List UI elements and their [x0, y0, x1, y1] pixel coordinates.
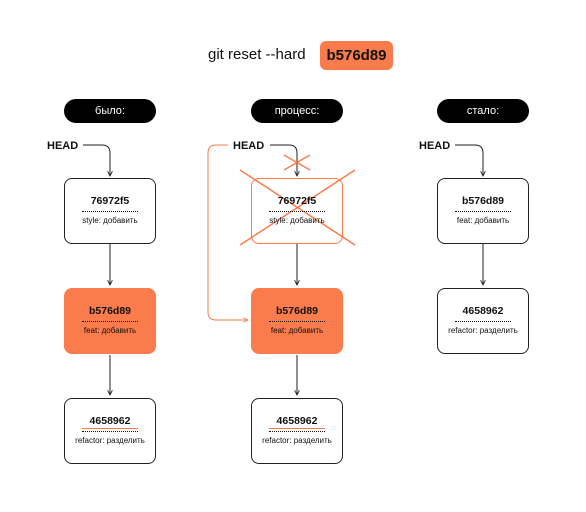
commit-hash: 4658962 — [89, 415, 131, 427]
commit-hash: b576d89 — [275, 305, 319, 317]
commit-message: style: добавить — [82, 216, 138, 225]
commit-hash: b576d89 — [88, 305, 132, 317]
commit-node-removed: 76972f5 style: добавить — [251, 178, 343, 244]
commit-node-highlighted: b576d89 feat: добавить — [251, 288, 343, 354]
commit-message: style: добавить — [269, 216, 325, 225]
commit-message: feat: добавить — [83, 326, 137, 335]
commit-message: feat: добавить — [456, 216, 510, 225]
commit-node-highlighted: b576d89 feat: добавить — [64, 288, 156, 354]
commit-node: b576d89 feat: добавить — [437, 178, 529, 244]
head-cross-2 — [283, 154, 311, 171]
commit-hash: 4658962 — [276, 415, 318, 427]
commit-message: refactor: разделить — [448, 326, 518, 335]
column-label-before: было: — [64, 99, 156, 123]
commit-hash-underline — [82, 428, 138, 429]
commit-separator — [82, 321, 138, 322]
head-label-after: HEAD — [419, 140, 451, 152]
commit-message: feat: добавить — [270, 326, 324, 335]
head-pointer-3 — [455, 144, 483, 176]
reset-arrow — [207, 144, 248, 320]
page-title: git reset --hard — [208, 46, 306, 63]
commit-message: refactor: разделить — [262, 436, 332, 445]
commit-separator — [269, 431, 325, 432]
commit-separator — [269, 321, 325, 322]
head-label-before: HEAD — [47, 140, 79, 152]
commit-node: 4658962 refactor: разделить — [437, 288, 529, 354]
commit-message: refactor: разделить — [75, 436, 145, 445]
head-pointer-2 — [270, 144, 297, 176]
head-pointer-1 — [83, 144, 110, 176]
commit-separator — [82, 211, 138, 212]
commit-separator — [269, 211, 325, 212]
title-hash-badge: b576d89 — [320, 41, 393, 70]
commit-separator — [455, 211, 511, 212]
column-label-after: стало: — [437, 99, 529, 123]
commit-node: 76972f5 style: добавить — [64, 178, 156, 244]
commit-hash: 76972f5 — [277, 195, 317, 207]
commit-node: 4658962 refactor: разделить — [64, 398, 156, 464]
column-label-process: процесс: — [251, 99, 343, 123]
commit-separator — [82, 431, 138, 432]
commit-hash-underline — [269, 428, 325, 429]
commit-hash: 76972f5 — [90, 195, 130, 207]
head-label-process: HEAD — [233, 140, 265, 152]
commit-node: 4658962 refactor: разделить — [251, 398, 343, 464]
commit-hash: b576d89 — [461, 195, 505, 207]
commit-separator — [455, 321, 511, 322]
commit-hash: 4658962 — [462, 305, 504, 317]
